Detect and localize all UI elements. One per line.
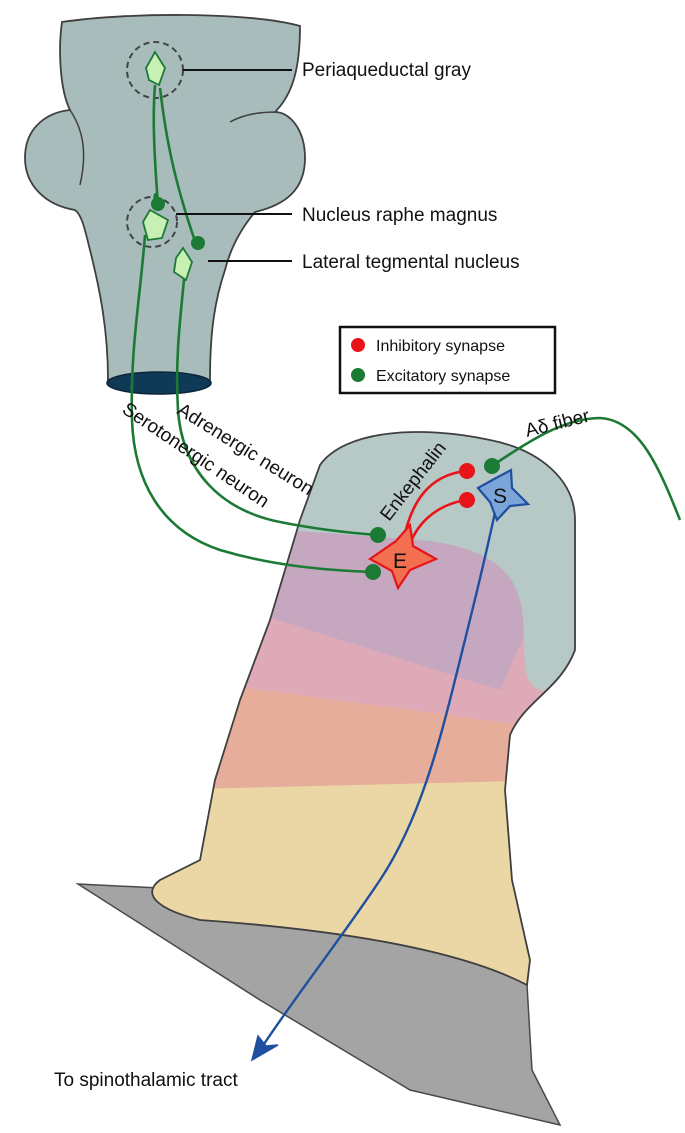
synapse-legend: Inhibitory synapse Excitatory synapse <box>340 327 555 393</box>
excitatory-synapse-adrenergic-e <box>370 527 386 543</box>
excitatory-synapse-serotonergic-e <box>365 564 381 580</box>
legend-excitatory-dot <box>351 368 365 382</box>
spinothalamic-arrowhead <box>252 1036 278 1060</box>
label-a-delta-fiber: Aδ fiber <box>523 405 592 441</box>
excitatory-synapse-a-delta-s <box>484 458 500 474</box>
label-to-spinothalamic-tract: To spinothalamic tract <box>54 1070 238 1091</box>
cell-e-label: E <box>393 550 407 573</box>
excitatory-synapse-tegmental <box>191 236 205 250</box>
legend-inhibitory-label: Inhibitory synapse <box>376 338 505 355</box>
brainstem <box>25 15 305 394</box>
inhibitory-synapse-lower <box>459 492 475 508</box>
spinal-cord-section <box>0 400 685 1125</box>
excitatory-synapse-raphe <box>151 197 165 211</box>
legend-excitatory-label: Excitatory synapse <box>376 368 510 385</box>
inhibitory-synapse-upper <box>459 463 475 479</box>
spinal-cut-surface <box>107 372 211 394</box>
legend-inhibitory-dot <box>351 338 365 352</box>
label-periaqueductal-gray: Periaqueductal gray <box>302 60 471 81</box>
label-nucleus-raphe-magnus: Nucleus raphe magnus <box>302 205 497 226</box>
cell-s-label: S <box>493 485 507 508</box>
label-lateral-tegmental-nucleus: Lateral tegmental nucleus <box>302 252 520 273</box>
